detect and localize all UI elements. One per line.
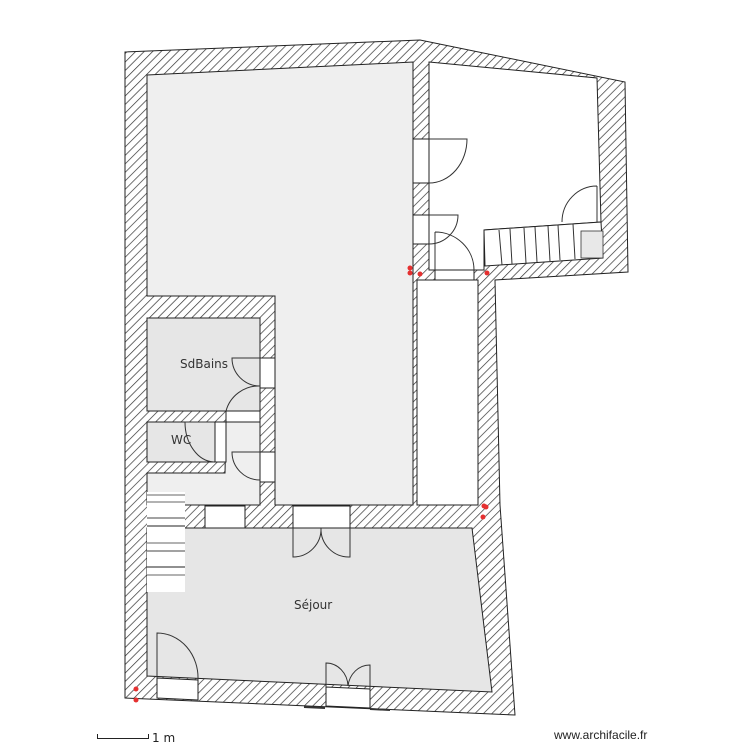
door-swings [156,138,598,689]
door-openings [156,138,475,709]
label-wc: WC [171,433,191,447]
credit-text: www.archifacile.fr [554,728,648,742]
survey-markers [133,265,490,703]
room-couloir [416,279,479,506]
room-sdbains [146,317,261,412]
stairs-upper [483,221,604,267]
window-sills [303,706,391,711]
scale-bar [97,734,149,739]
label-sdbains: SdBains [180,357,228,371]
room-wc [146,421,216,463]
scale-label: 1 m [152,731,176,745]
label-sejour: Séjour [294,598,332,612]
room-grande-piece [146,61,414,506]
room-sejour [146,527,493,693]
stairs-left [147,492,185,592]
